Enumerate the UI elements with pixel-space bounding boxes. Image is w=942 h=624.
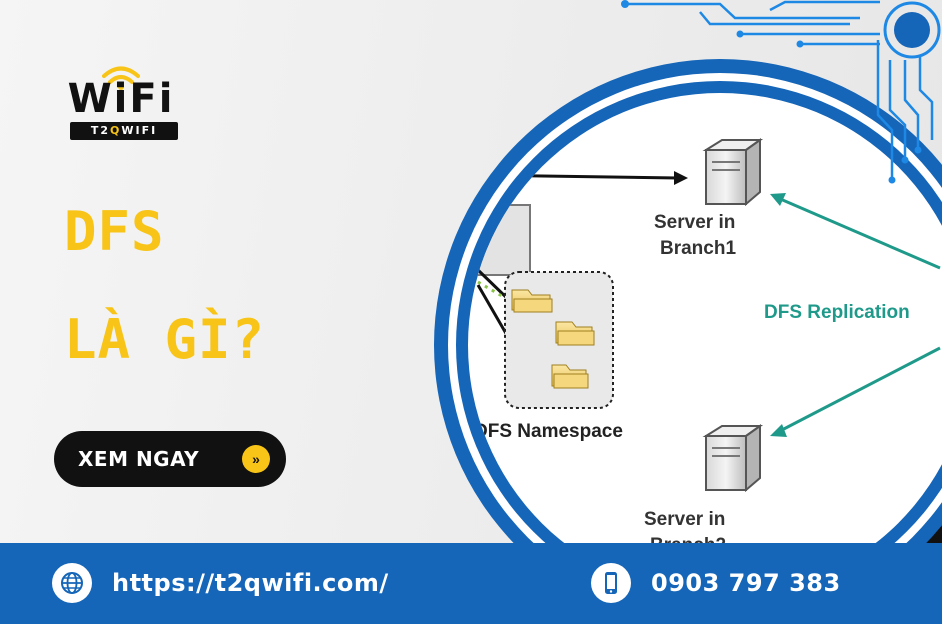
folder-icon — [551, 364, 589, 389]
circuit-ring-inner — [894, 12, 930, 48]
server1-label-line2: Branch1 — [660, 238, 736, 259]
globe-icon — [52, 563, 92, 603]
namespace-label: DFS Namespace — [474, 421, 623, 442]
footer-bar: https://t2qwifi.com/ 0903 797 383 — [0, 543, 942, 624]
circuit-node — [736, 30, 744, 38]
logo-word: WiFi — [67, 76, 175, 122]
circuit-node — [621, 0, 629, 8]
phone-number-link[interactable]: 0903 797 383 — [651, 569, 841, 597]
headline-line1: DFS — [64, 200, 165, 263]
logo-tagline: T2QWIFI — [70, 122, 178, 140]
server-icon — [702, 424, 764, 493]
website-link[interactable]: https://t2qwifi.com/ — [112, 569, 389, 597]
wifi-signal-icon — [102, 66, 140, 90]
server1-label-line1: Server in — [654, 212, 735, 233]
server-icon — [702, 138, 764, 207]
circuit-node — [888, 176, 896, 184]
double-chevron-right-icon: » — [242, 445, 270, 473]
cta-label: XEM NGAY — [78, 447, 200, 471]
xem-ngay-button[interactable]: XEM NGAY » — [54, 431, 286, 487]
folder-icon — [511, 289, 553, 313]
circuit-ring — [883, 1, 941, 59]
headline-line2: LÀ GÌ? — [64, 308, 266, 371]
circuit-node — [901, 156, 909, 164]
brand-logo: WiFi T2QWIFI — [62, 62, 180, 142]
folder-icon — [555, 321, 595, 346]
circuit-decoration — [625, 0, 934, 180]
circuit-node — [914, 146, 922, 154]
circuit-node — [796, 40, 804, 48]
replication-label: DFS Replication — [764, 302, 910, 323]
smartphone-icon — [591, 563, 631, 603]
server2-label-line1: Server in — [644, 509, 725, 530]
